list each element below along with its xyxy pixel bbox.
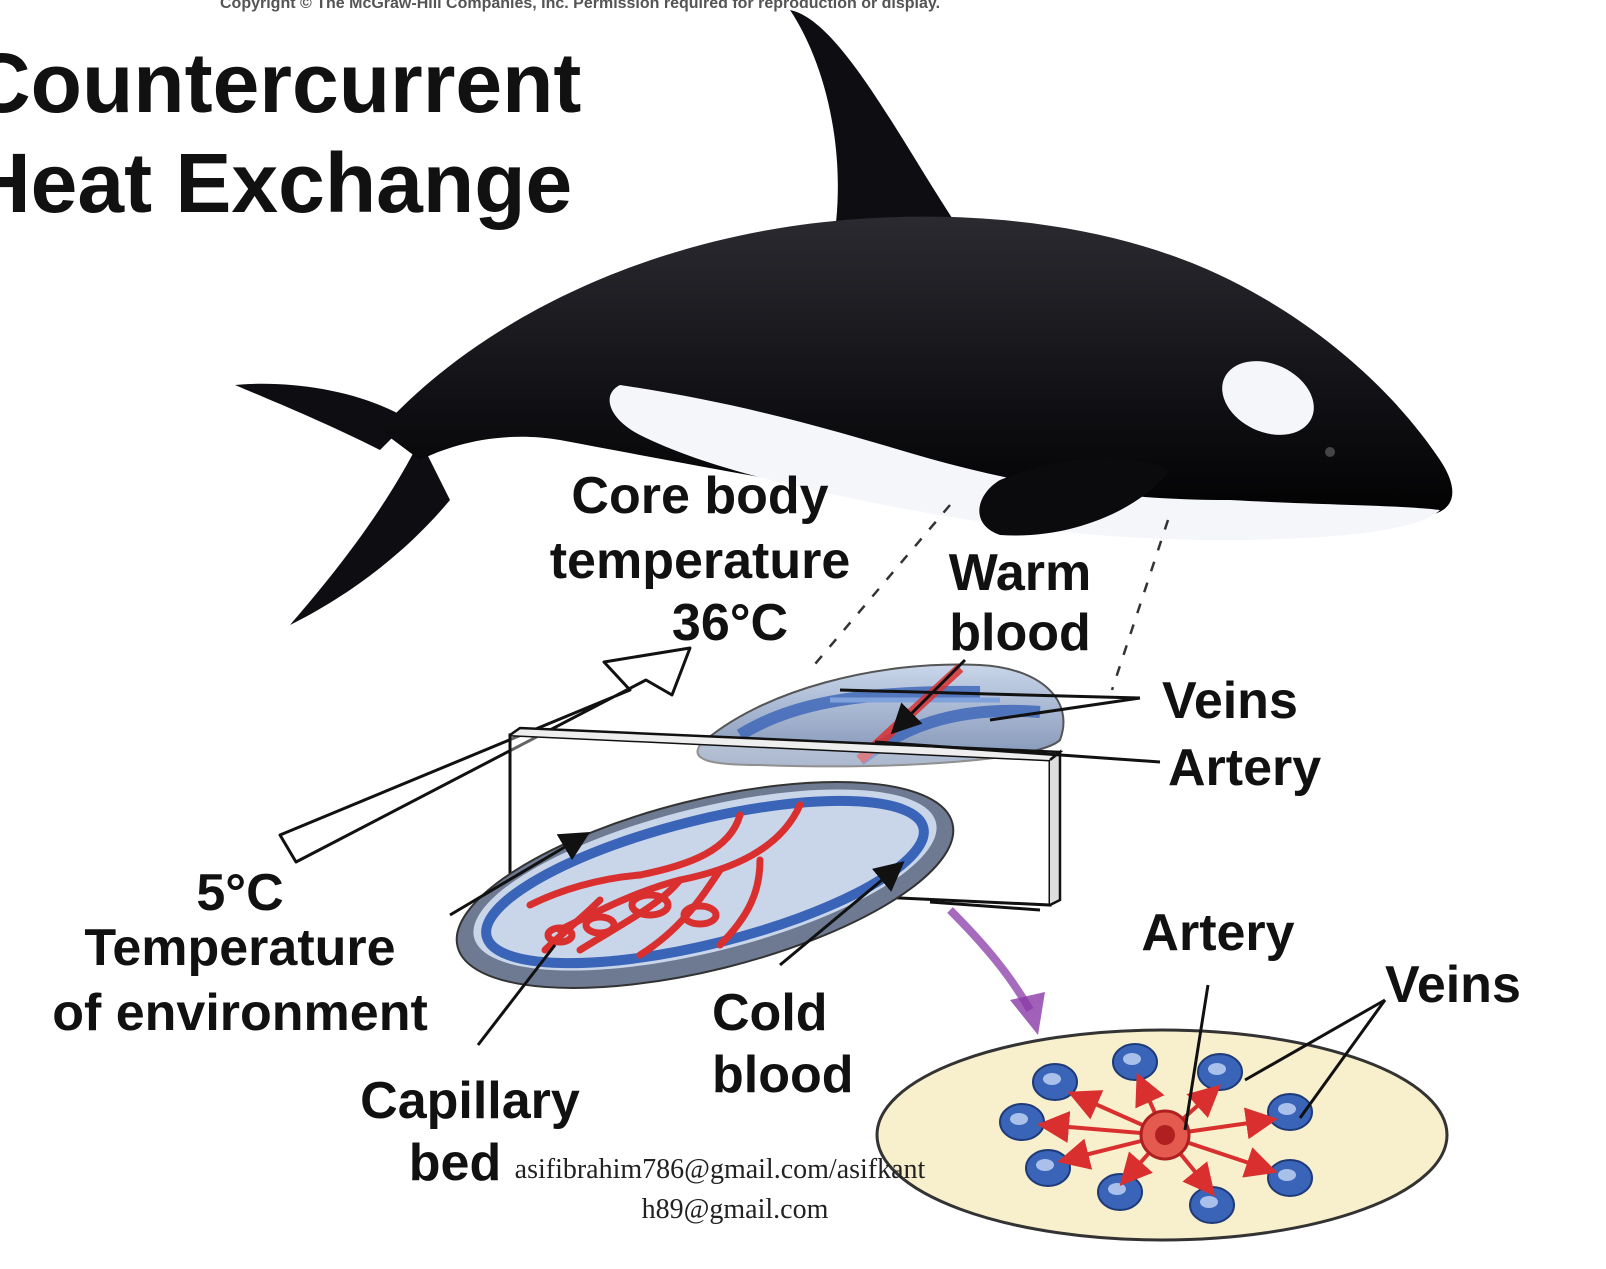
title-line2: Heat Exchange xyxy=(0,136,572,230)
artery-top-label: Artery xyxy=(1168,739,1321,797)
cold-label-line1: Cold xyxy=(712,984,828,1042)
env-label-line2: Temperature xyxy=(84,919,395,977)
copyright-text: Copyright © The McGraw-Hill Companies, I… xyxy=(220,0,940,12)
warm-label-line1: Warm xyxy=(949,544,1092,602)
core-label-line1: Core body xyxy=(571,467,828,525)
capillary-label-line1: Capillary xyxy=(360,1072,580,1130)
title-line1: Countercurrent xyxy=(0,36,581,130)
env-label-line3: of environment xyxy=(52,984,428,1042)
watermark-line2: h89@gmail.com xyxy=(642,1194,829,1225)
core-label-line2: temperature xyxy=(550,532,851,590)
veins-bottom-label: Veins xyxy=(1385,956,1521,1014)
dashed-connector-right xyxy=(1112,520,1168,690)
env-label-line1: 5°C xyxy=(196,864,283,922)
watermark-line1: asifibrahim786@gmail.com/asifkant xyxy=(515,1154,926,1185)
cross-section-arrow xyxy=(950,910,1030,1010)
veins-top-label: Veins xyxy=(1162,672,1298,730)
artery-bottom-label: Artery xyxy=(1141,904,1294,962)
capillary-label-line2: bed xyxy=(409,1134,501,1192)
warm-label-line2: blood xyxy=(949,604,1091,662)
cross-section xyxy=(877,985,1447,1240)
cold-label-line2: blood xyxy=(712,1046,854,1104)
core-label-line3: 36°C xyxy=(672,594,788,652)
